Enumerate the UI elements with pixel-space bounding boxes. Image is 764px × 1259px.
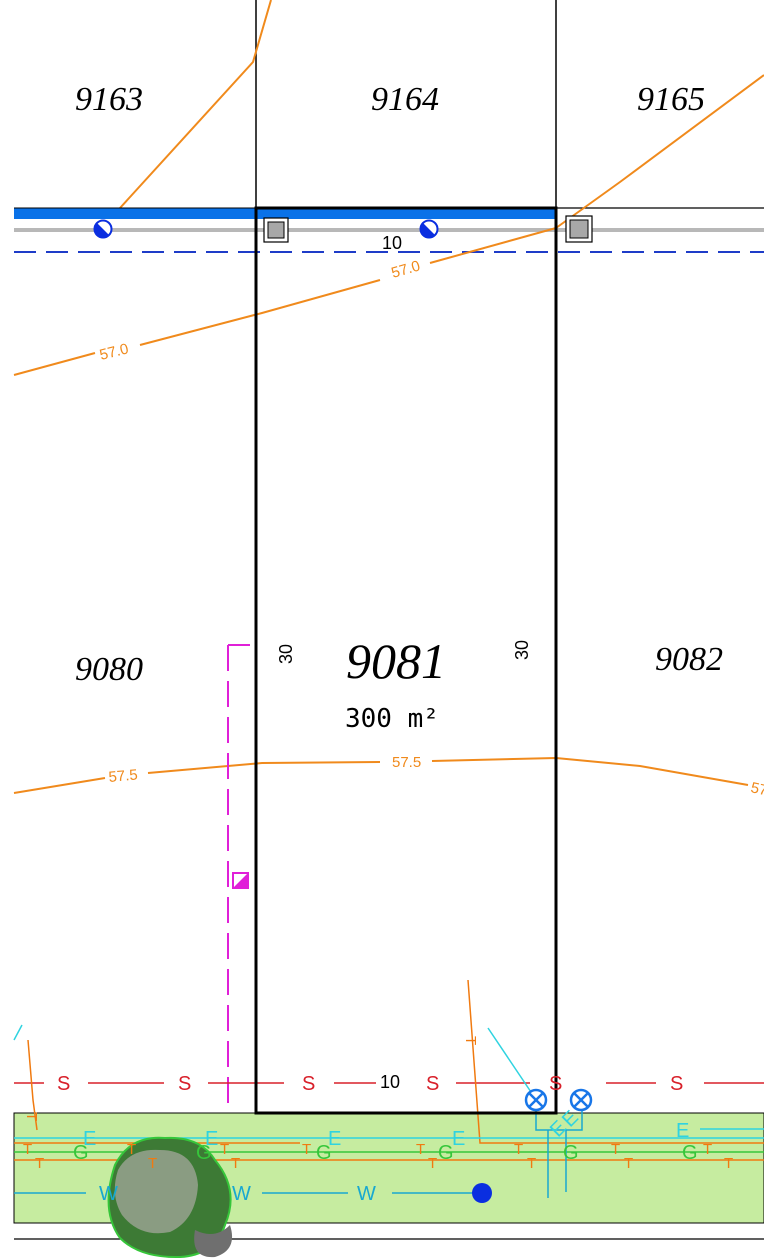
telecom-label: T [527, 1155, 536, 1172]
water-label: W [357, 1183, 376, 1205]
gas-label: G [438, 1142, 454, 1164]
telecom-label: T [148, 1155, 157, 1172]
contour-label-57-5-center: 57.5 [392, 754, 421, 771]
gas-labels: G G G G G G [73, 1142, 698, 1164]
telecom-label: T [416, 1141, 425, 1158]
telecom-label: T [462, 1036, 479, 1045]
easement-marker [232, 872, 249, 889]
electric-labels: E E E E E E E [83, 1107, 689, 1150]
survey-marker-left [263, 217, 289, 243]
electric-label: E [83, 1128, 96, 1150]
telecom-label: T [302, 1141, 311, 1158]
contour-label-57-5-edge: 57.5 [749, 779, 764, 802]
telecom-label: T [624, 1155, 633, 1172]
service-connection-pipes [535, 1110, 583, 1198]
gas-label: G [563, 1142, 579, 1164]
telecom-label: T [428, 1155, 437, 1172]
contour-57-0 [13, 227, 557, 376]
sewer-label: S [426, 1073, 439, 1095]
lot-9081-label: 9081 [346, 633, 446, 689]
tree-symbol [107, 1136, 233, 1259]
telecom-labels: T T T T T T T T T T T T T T T T T [23, 1036, 733, 1172]
valve-left [524, 1088, 548, 1112]
contour-label-57-0-left: 57.0 [98, 340, 130, 364]
telecom-label: T [514, 1141, 523, 1158]
water-meter-center [419, 219, 439, 239]
contour-57-5 [13, 756, 749, 794]
valve-right [569, 1088, 593, 1112]
contour-label-57-0-right: 57.0 [389, 257, 422, 281]
water-labels: W W W [99, 1183, 376, 1205]
contour-label-57-5-left: 57.5 [108, 767, 139, 786]
sewer-label: S [178, 1073, 191, 1095]
sewer-labels: S S S S S S [57, 1073, 683, 1095]
electric-line [13, 1024, 764, 1139]
water-label: W [232, 1183, 251, 1205]
telecom-label: T [724, 1155, 733, 1172]
water-meter-left [93, 219, 113, 239]
telecom-label: T [611, 1141, 620, 1158]
contour-upper-left [119, 0, 272, 209]
hydrant-symbol [472, 1183, 492, 1203]
telecom-label: T [35, 1155, 44, 1172]
survey-marker-right [565, 215, 593, 243]
gas-label: G [316, 1142, 332, 1164]
gas-label: G [196, 1142, 212, 1164]
gas-label: G [73, 1142, 89, 1164]
lot-9165-label: 9165 [637, 81, 705, 118]
electric-label: E [452, 1128, 465, 1150]
electric-label: E [328, 1128, 341, 1150]
telecom-label: T [231, 1155, 240, 1172]
sewer-label: S [57, 1073, 70, 1095]
gas-label: G [682, 1142, 698, 1164]
telecom-label: T [220, 1141, 229, 1158]
telecom-label: T [23, 1141, 32, 1158]
telecom-label: T [127, 1141, 136, 1158]
sewer-label: S [549, 1073, 562, 1095]
water-label: W [99, 1183, 118, 1205]
parcel-9081-outline[interactable] [254, 206, 558, 1115]
frontage-dimension: 10 [382, 233, 402, 253]
depth-left-dimension: 30 [276, 644, 296, 664]
sewer-label: S [302, 1073, 315, 1095]
lot-9081-area: 300 m² [345, 704, 439, 734]
water-main-band [14, 208, 556, 219]
sewer-label: S [670, 1073, 683, 1095]
lot-9164-label: 9164 [371, 81, 439, 118]
telecom-label: T [23, 1112, 40, 1121]
telecom-label: T [703, 1141, 712, 1158]
electric-label: E [676, 1120, 689, 1142]
depth-right-dimension: 30 [512, 640, 532, 660]
rear-dimension: 10 [380, 1072, 400, 1092]
lot-9082-label: 9082 [655, 641, 723, 678]
contour-upper-right [555, 74, 764, 229]
lot-9163-label: 9163 [75, 81, 143, 118]
lot-9080-label: 9080 [75, 651, 143, 688]
easement-line [227, 644, 250, 1113]
electric-label: E [205, 1128, 218, 1150]
